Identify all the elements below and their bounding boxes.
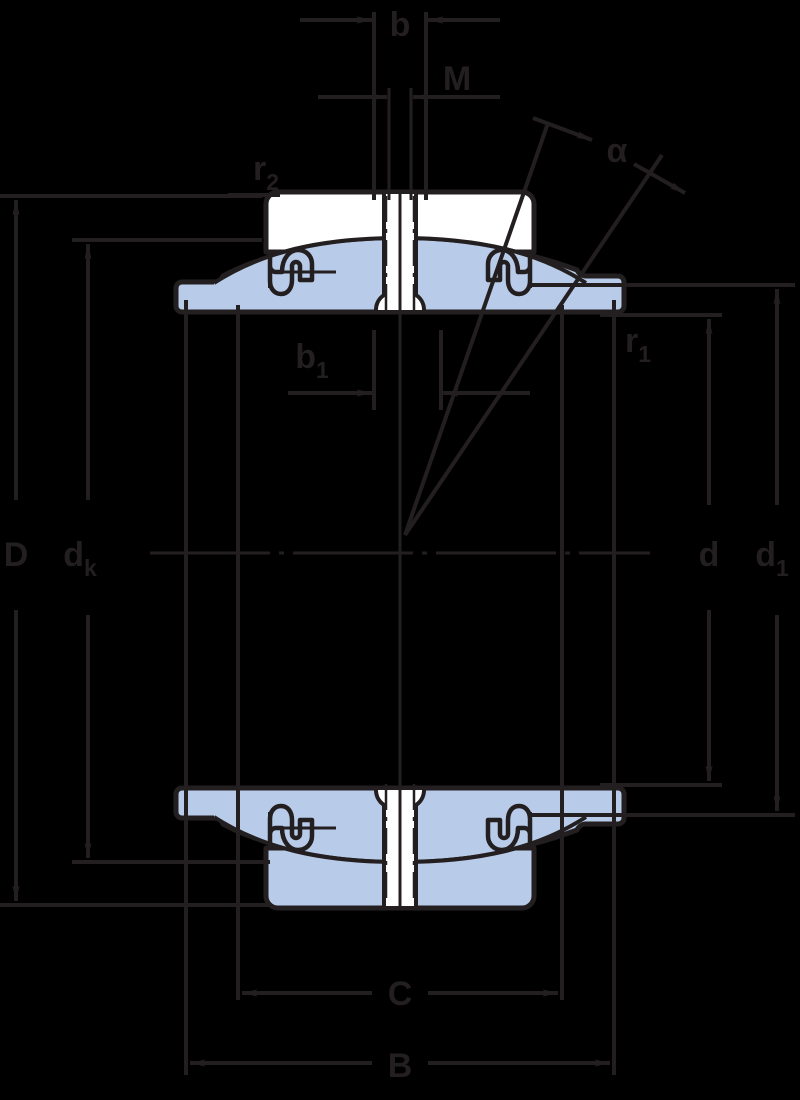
dim-dk-label: dk [63, 536, 97, 581]
dim-C-label: C [388, 975, 413, 1013]
dim-M-label: M [443, 60, 471, 98]
alpha-arrow-inner [633, 162, 686, 195]
dim-dk-sub: k [84, 555, 97, 581]
dim-d1-sub: 1 [776, 555, 789, 581]
alpha-arrow-outer [532, 116, 593, 142]
dimension-r1: r1 [625, 322, 651, 367]
dim-r2-sub: 2 [266, 169, 279, 195]
dim-b-label: b [390, 6, 411, 44]
dimension-B: B [190, 1047, 610, 1085]
dimension-b1: b1 [288, 330, 530, 410]
dim-r2-label: r2 [253, 150, 279, 195]
dimension-d: d [699, 319, 720, 781]
dim-r1-main: r [625, 322, 638, 360]
dim-r2-main: r [253, 150, 266, 188]
dim-r1-sub: 1 [638, 341, 651, 367]
extension-lines [0, 12, 795, 1075]
dimension-r2: r2 [228, 150, 280, 197]
dim-alpha-label: α [607, 132, 628, 170]
centerlines [150, 192, 650, 908]
alpha-line-left [403, 122, 550, 536]
dim-r1-label: r1 [625, 322, 651, 367]
dimension-M: M [318, 60, 500, 101]
dim-b1-label: b1 [295, 338, 329, 383]
dimension-C: C [242, 975, 558, 1013]
seal-detail-bottom-right [485, 803, 533, 853]
dimension-D: D [4, 200, 29, 901]
dim-b1-main: b [295, 338, 316, 376]
dim-dk-main: d [63, 536, 84, 574]
dim-B-label: B [388, 1047, 413, 1085]
dimension-b: b [300, 6, 500, 44]
dim-d1-main: d [755, 536, 776, 574]
dim-d1-label: d1 [755, 536, 789, 581]
alpha-line-right [403, 153, 664, 537]
dimension-alpha: α [403, 116, 686, 537]
dim-b1-sub: 1 [316, 357, 329, 383]
dim-d-label: d [699, 536, 720, 574]
dimension-d1: d1 [755, 289, 789, 811]
dimension-dk: dk [63, 244, 97, 858]
dim-D-label: D [4, 536, 29, 574]
